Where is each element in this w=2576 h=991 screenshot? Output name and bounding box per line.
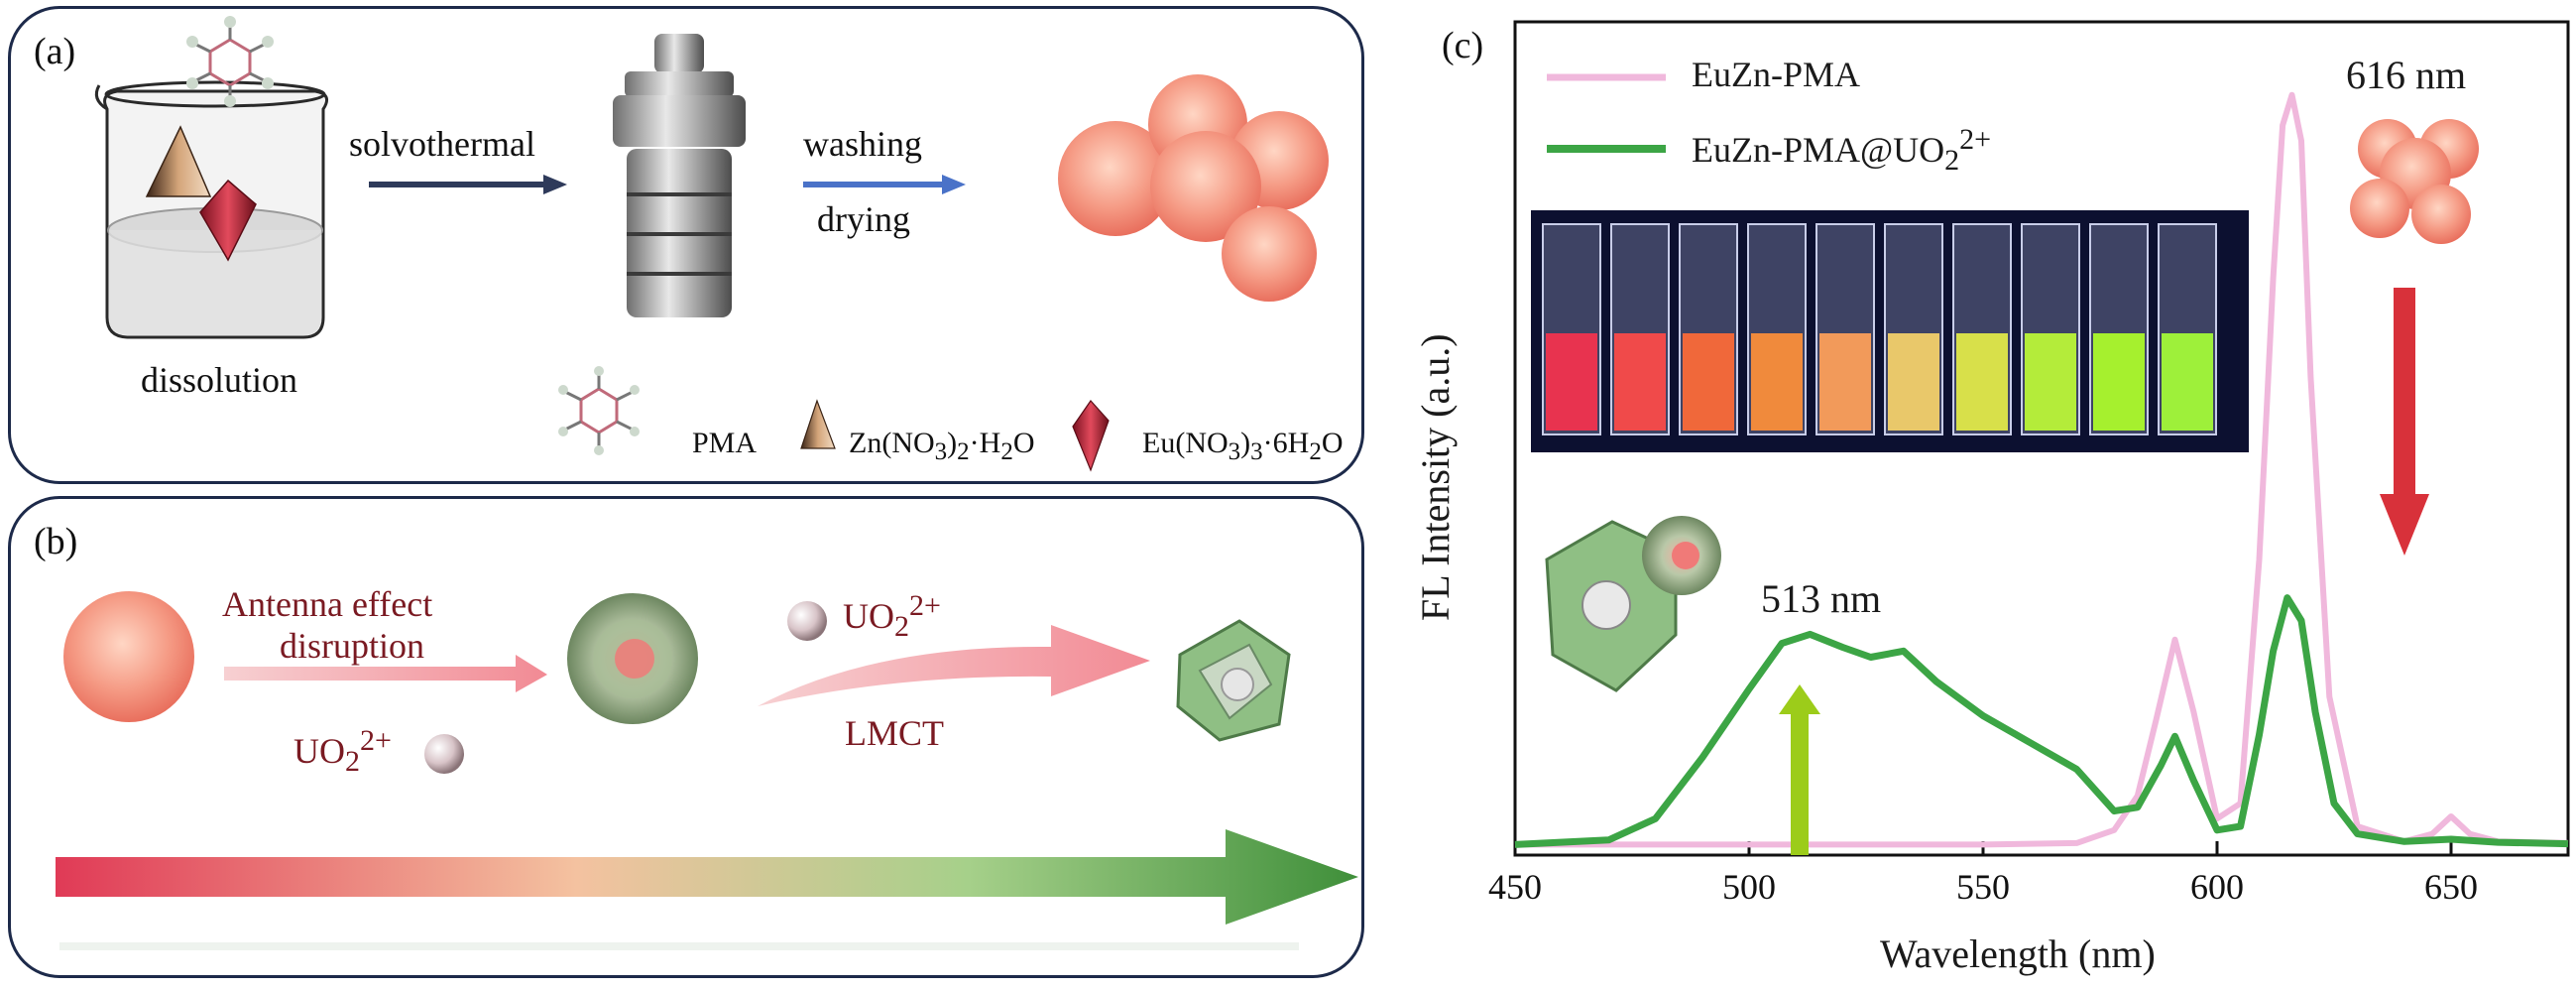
gradient-progress-arrow [56,829,1358,925]
legend-label-euzn-pma: EuZn-PMA [1692,55,1860,94]
dissolution-label: dissolution [141,360,298,400]
peak-label-616: 616 nm [2346,53,2467,97]
arrow-shadow [59,942,1299,950]
x-tick-label: 500 [1722,867,1776,907]
eu-legend-label: Eu(NO3)3·6H2O [1142,427,1344,465]
x-tick-label: 450 [1488,867,1542,907]
pma-legend-icon [558,366,640,455]
disruption-label: disruption [280,626,425,666]
series-line-euzn-pma [1515,91,2569,848]
zn-cone-legend-icon [800,399,836,449]
x-axis-title: Wavelength (nm) [1880,931,2156,976]
washing-arrow [803,175,966,194]
pma-molecule-icon [186,16,274,107]
cuvette-solution [1888,333,1939,431]
pma-legend-label: PMA [692,427,758,459]
solvothermal-label: solvothermal [349,124,535,164]
quenched-flower-icon [567,593,698,724]
cuvette-solution [2162,333,2213,431]
cuvette-solution [1956,333,2008,431]
cuvette-solution [1614,333,1666,431]
autoclave-icon [613,34,746,317]
eu-gem-legend-icon [1072,400,1110,472]
x-tick-label: 550 [1956,867,2010,907]
antenna-effect-label: Antenna effect [222,584,433,624]
legend-label-euzn-pma-uo2: EuZn-PMA@UO22+ [1692,123,1992,178]
uranyl-bound-cluster-icon [1176,619,1291,742]
antenna-arrow [224,655,547,692]
panel-b-mechanism [8,496,1364,978]
cuvette-solution [1819,333,1871,431]
lmct-arrow [758,625,1150,706]
cuvette-solution [2025,333,2076,431]
panel-a-label: (a) [34,31,76,72]
zn-legend-label: Zn(NO3)2·H2O [849,427,1035,465]
green-peak-arrow [1779,684,1820,855]
solvothermal-arrow [369,175,567,194]
red-particles-icon [2350,119,2479,244]
washing-label: washing [803,124,922,164]
vial-photo-inset [1531,210,2249,452]
uo2-ion-top-icon [787,601,827,641]
cuvette-solution [1683,333,1734,431]
y-axis-title: FL Intensity (a.u.) [1413,333,1458,621]
x-tick-label: 650 [2424,867,2478,907]
red-peak-arrow [2380,288,2429,556]
series-line-euzn-pma-uo2 [1514,594,2569,848]
mof-particles-icon [1058,74,1329,302]
plot-frame [1513,20,2570,857]
x-tick-label: 600 [2190,867,2244,907]
green-cluster-icon [1545,516,1721,692]
drying-label: drying [817,199,910,239]
uo2-ion-icon [424,734,464,774]
panel-c-label: (c) [1442,25,1484,66]
peak-label-513: 513 nm [1761,576,1882,621]
uo2-label-top: UO22+ [843,589,941,644]
uo2-label-bottom: UO22+ [293,724,392,779]
eu-mof-sphere-icon [63,591,194,722]
lmct-label: LMCT [845,713,945,753]
cuvette-solution [1751,333,1803,431]
beaker-icon [94,80,329,339]
cuvette-solution [1546,333,1597,431]
cuvette-solution [2093,333,2145,431]
panel-b-label: (b) [34,521,78,562]
